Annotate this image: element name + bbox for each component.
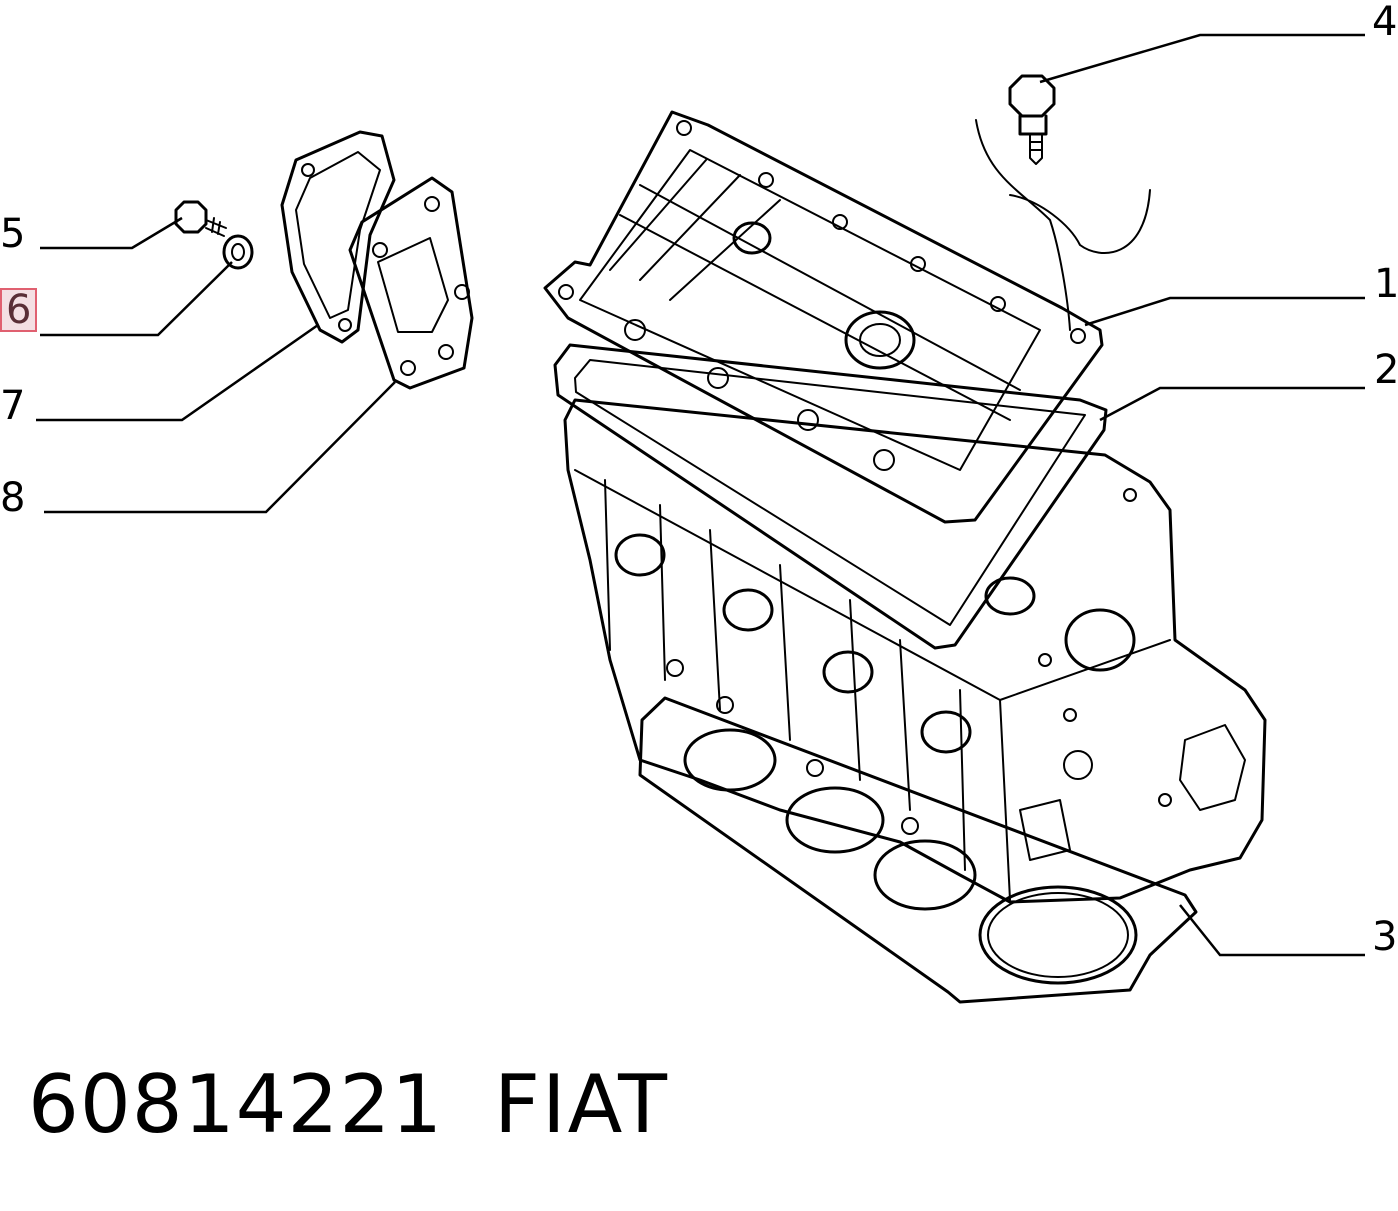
leader-1 (1084, 296, 1365, 327)
leader-3 (1179, 904, 1365, 957)
head-gasket-part-3 (638, 696, 1198, 1004)
callout-1: 1 (1374, 261, 1398, 307)
brand-name: FIAT (494, 1058, 669, 1151)
leader-lines (36, 33, 1365, 957)
cylinder-head (563, 398, 1267, 904)
callout-4: 4 (1372, 0, 1398, 45)
washer-part-6 (222, 234, 254, 270)
callout-3: 3 (1372, 914, 1398, 960)
cover-plate-part-7 (280, 130, 396, 344)
callout-2: 2 (1374, 347, 1398, 393)
leader-2 (1099, 386, 1365, 422)
part-number: 60814221 (28, 1058, 444, 1151)
callout-6: 6 (0, 288, 38, 332)
leader-7 (36, 323, 319, 422)
callout-5: 5 (0, 211, 26, 257)
cover-gasket-part-2 (553, 343, 1108, 650)
valve-cover-part-1 (543, 110, 1104, 524)
bolt-part-5 (174, 200, 227, 237)
screw-part-4 (1008, 74, 1056, 165)
breather-hose (975, 119, 1151, 331)
leader-8 (44, 381, 396, 514)
leader-5 (40, 216, 183, 250)
leader-6 (40, 261, 233, 337)
callout-7: 7 (0, 383, 26, 429)
callout-8: 8 (0, 475, 26, 521)
leader-4 (1039, 33, 1365, 84)
gasket-part-8 (348, 176, 474, 390)
